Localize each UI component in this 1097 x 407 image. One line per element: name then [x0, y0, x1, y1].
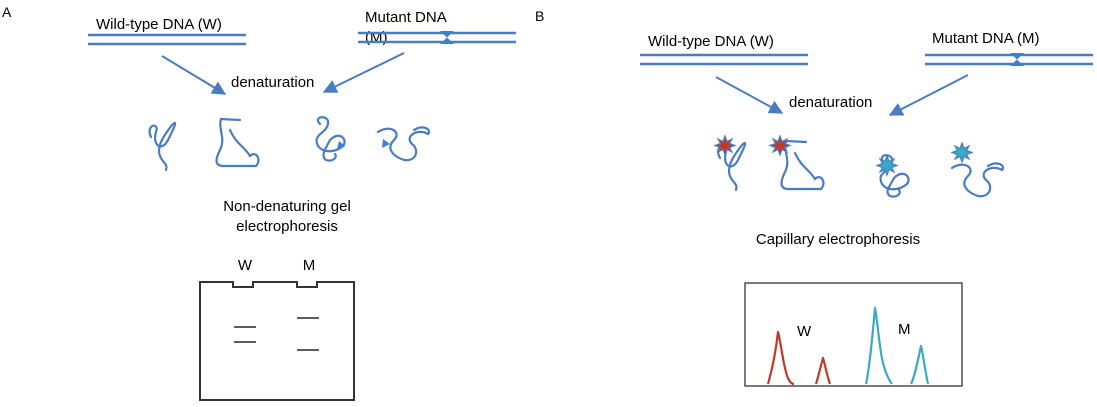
wild-type-strand-2-a — [215, 117, 260, 168]
mutant-dna-duplex-a — [358, 31, 516, 44]
gel-title-a: Non-denaturing gel — [223, 198, 351, 215]
panel-a: A Wild-type DNA (W) Mutant DNA (M) denat… — [2, 4, 516, 401]
wild-type-dye-icon-2 — [768, 134, 792, 157]
mutant-dna-label-a-line2: (M) — [365, 29, 388, 46]
panel-b: B Wild-type DNA (W) Mutant DNA (M) denat… — [535, 8, 1093, 387]
wild-type-dna-label-b: Wild-type DNA (W) — [648, 33, 774, 50]
gel-lane-label-w: W — [238, 257, 253, 274]
wild-type-strand-2-b — [780, 139, 825, 191]
gel-title-a-line2: electrophoresis — [236, 218, 338, 235]
mutant-strand-2-a — [376, 126, 431, 162]
arrow-wild-type-b — [715, 76, 784, 114]
fluorescent-tags — [713, 134, 974, 177]
wild-type-dna-duplex-a — [88, 33, 246, 46]
mutation-marker-icon-a — [440, 31, 454, 44]
wild-type-dye-icon-1 — [713, 134, 737, 157]
panel-a-letter: A — [2, 4, 12, 20]
wild-type-dna-label-a: Wild-type DNA (W) — [96, 16, 222, 33]
mutant-strand-1-a — [315, 116, 346, 162]
mutant-strand-2-marker-icon-a — [382, 139, 390, 148]
denaturation-label-b: denaturation — [789, 94, 872, 111]
mutant-peak-2 — [910, 344, 930, 385]
wild-type-peak-1 — [766, 330, 795, 386]
capillary-method-label: Capillary electrophoresis — [756, 231, 920, 248]
wild-type-dna-duplex-b — [640, 53, 808, 66]
arrow-mutant-a — [322, 52, 405, 93]
mutant-dye-icon-1 — [875, 154, 899, 177]
denaturation-label-a: denaturation — [231, 74, 314, 91]
mutant-dye-icon-2 — [950, 141, 974, 164]
electropherogram-traces — [766, 306, 930, 386]
panel-b-letter: B — [535, 8, 544, 24]
arrow-mutant-b — [888, 74, 969, 116]
arrow-wild-type-a — [161, 55, 227, 95]
mutant-peak-1 — [864, 306, 893, 385]
mutant-strand-2-b — [950, 162, 1005, 198]
peak-label-m: M — [898, 321, 911, 338]
mutant-dna-duplex-b — [925, 53, 1093, 66]
gel-bands — [234, 317, 319, 351]
mutant-dna-label-b: Mutant DNA (M) — [932, 30, 1040, 47]
gel-lane-label-m: M — [303, 257, 316, 274]
mutant-dna-label-a: Mutant DNA — [365, 9, 447, 26]
wild-type-strand-1-a — [148, 121, 177, 172]
mutation-marker-icon-b — [1010, 53, 1024, 66]
mutant-strand-1-marker-icon-a — [337, 141, 345, 149]
electropherogram-frame — [744, 282, 963, 387]
peak-label-w: W — [797, 323, 812, 340]
gel-outline — [199, 281, 355, 401]
wild-type-peak-2 — [814, 356, 832, 385]
